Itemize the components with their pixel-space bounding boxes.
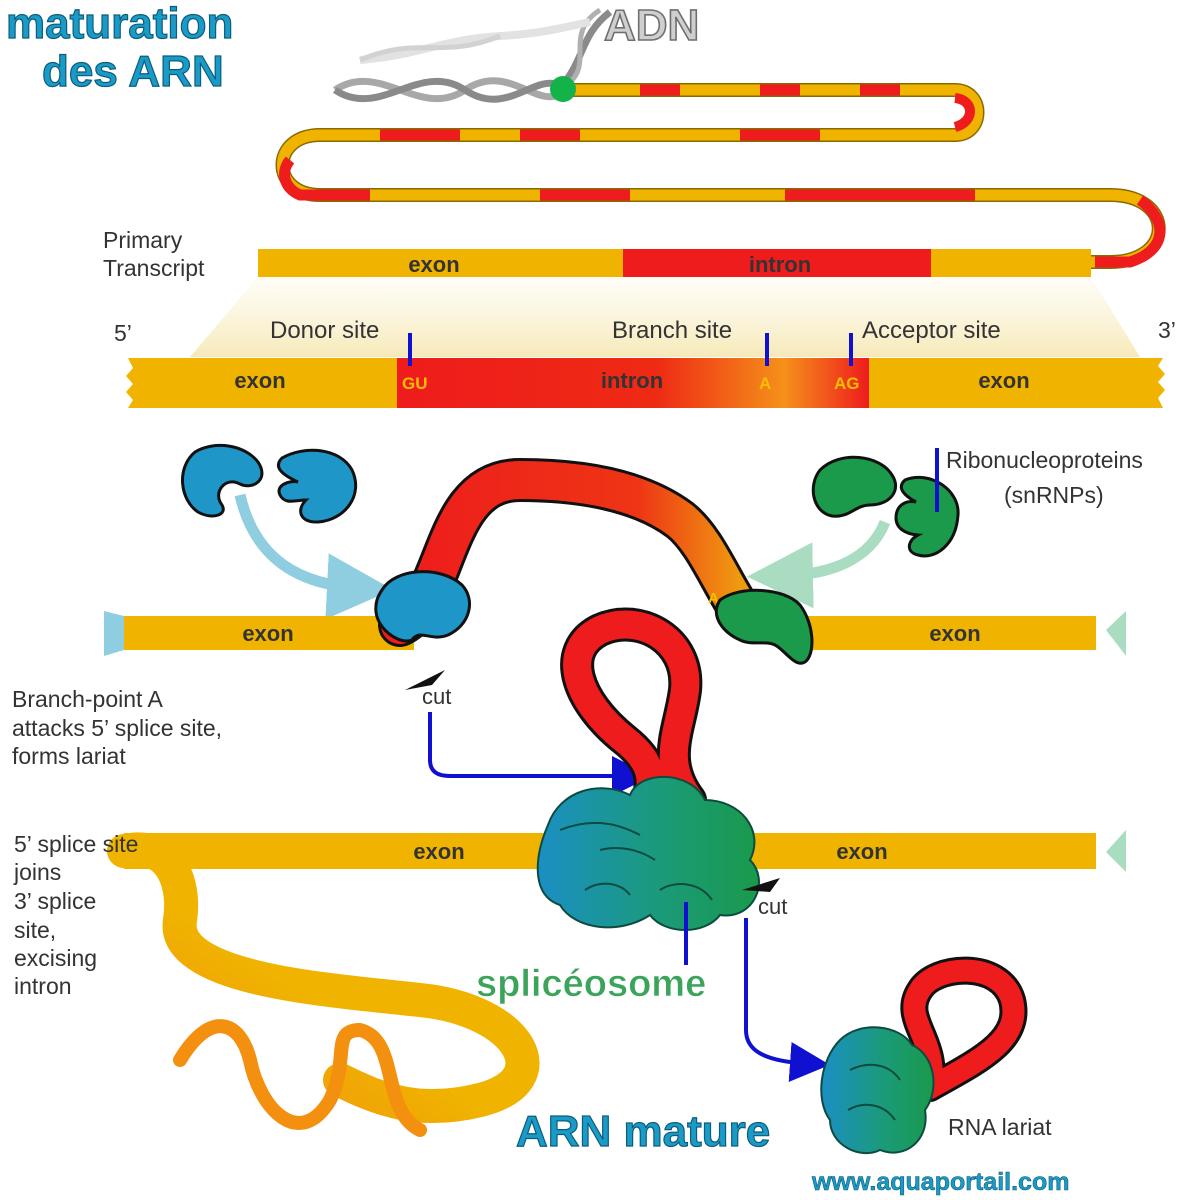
- step3-line-1: 5’ splice site: [14, 831, 138, 857]
- row3-exon-right: [790, 616, 1096, 650]
- cut-label-1: cut: [422, 684, 451, 709]
- row4-right-cap: [1106, 830, 1126, 872]
- step3-line-5: excising: [14, 945, 97, 971]
- step1-line-3: forms lariat: [12, 743, 126, 769]
- title-line-2: des ARN: [42, 47, 224, 96]
- row3-exon-left: [124, 616, 414, 650]
- primary-transcript-label-1: Primary: [103, 227, 183, 253]
- snrnp-binding-arrow-right: [747, 519, 891, 609]
- three-prime-label: 3’: [1158, 317, 1176, 343]
- snrnp-binding-arrow-left: [234, 493, 393, 620]
- primary-exon-label: exon: [408, 252, 459, 277]
- mature-rna-label: ARN mature: [516, 1107, 770, 1156]
- detail-exon-right: [869, 358, 1165, 408]
- gu-label: GU: [402, 374, 428, 393]
- spliceosome-detail: [559, 821, 713, 901]
- primary-intron-label: intron: [749, 252, 811, 277]
- rna-lariat-label: RNA lariat: [948, 1114, 1052, 1140]
- rna-polymerase-icon: [550, 76, 576, 102]
- row3-right-cap: [1106, 611, 1126, 656]
- ag-label: AG: [834, 374, 860, 393]
- snrnp-label-1: Ribonucleoproteins: [946, 447, 1143, 473]
- snrnp-blue-1-icon: [181, 443, 264, 518]
- snrnp-blue-2-icon: [276, 448, 358, 524]
- primary-transcript-label-2: Transcript: [103, 255, 205, 281]
- intron-arch: [381, 460, 759, 644]
- snrnp-green-2-icon: [894, 475, 960, 558]
- product-spliceosome-icon: [820, 1026, 935, 1155]
- step3-line-4: site,: [14, 917, 56, 943]
- product-lariat: [903, 959, 1025, 1099]
- detail-exon-right-label: exon: [978, 368, 1029, 393]
- mature-rna-tail: [173, 1019, 427, 1137]
- product-spliceosome-detail: [847, 1063, 901, 1121]
- lariat-formation-arrow: [428, 712, 652, 796]
- primary-exon-2: [931, 249, 1091, 277]
- five-prime-label: 5’: [114, 320, 132, 346]
- cut-label-2: cut: [758, 894, 787, 919]
- cut-marker-2-icon: [742, 878, 780, 892]
- dna-label: ADN: [604, 1, 699, 50]
- title-line-1: maturation: [6, 0, 233, 48]
- bound-snrnp-green-icon: [714, 588, 814, 665]
- detail-exon-left-label: exon: [234, 368, 285, 393]
- transcript-strand: [275, 83, 1166, 269]
- spliceosome-icon: [536, 775, 760, 931]
- detail-intron: [397, 358, 869, 408]
- bound-snrnp-blue-icon: [374, 570, 471, 643]
- lariat-release-arrow: [744, 918, 830, 1082]
- detail-intron-label: intron: [601, 368, 663, 393]
- step1-line-2: attacks 5’ splice site,: [12, 715, 222, 741]
- branch-site-label: Branch site: [612, 317, 732, 344]
- step3-line-6: intron: [14, 973, 72, 999]
- primary-exon-1: [258, 249, 623, 277]
- cut-marker-1-icon: [405, 670, 445, 690]
- arch-a-label: A: [708, 590, 719, 607]
- step3-line-3: 3’ splice: [14, 888, 96, 914]
- snrnp-green-1-icon: [811, 455, 898, 518]
- watermark-url[interactable]: www.aquaportail.com: [811, 1168, 1070, 1197]
- step1-line-1: Branch-point A: [12, 686, 164, 712]
- row4-exon-right: [740, 833, 1096, 869]
- primary-intron: [623, 249, 931, 277]
- row4-exon-left: [124, 833, 564, 869]
- lariat-loop: [563, 610, 704, 834]
- detail-exon-left: [126, 358, 397, 408]
- row3-exon-right-label: exon: [929, 621, 980, 646]
- snrnp-label-2: (snRNPs): [1004, 482, 1104, 508]
- acceptor-site-label: Acceptor site: [862, 317, 1001, 344]
- spliceosome-label: splicéosome: [476, 963, 706, 1005]
- row4-exon-left-label: exon: [413, 839, 464, 864]
- zoom-highlight: [190, 277, 1140, 357]
- a-label: A: [759, 374, 771, 393]
- row3-left-cap: [104, 611, 124, 656]
- row3-exon-left-label: exon: [242, 621, 293, 646]
- mature-rna-strand: [107, 832, 540, 1124]
- donor-site-label: Donor site: [270, 317, 379, 344]
- step3-line-2: joins: [13, 859, 61, 885]
- row4-exon-right-label: exon: [836, 839, 887, 864]
